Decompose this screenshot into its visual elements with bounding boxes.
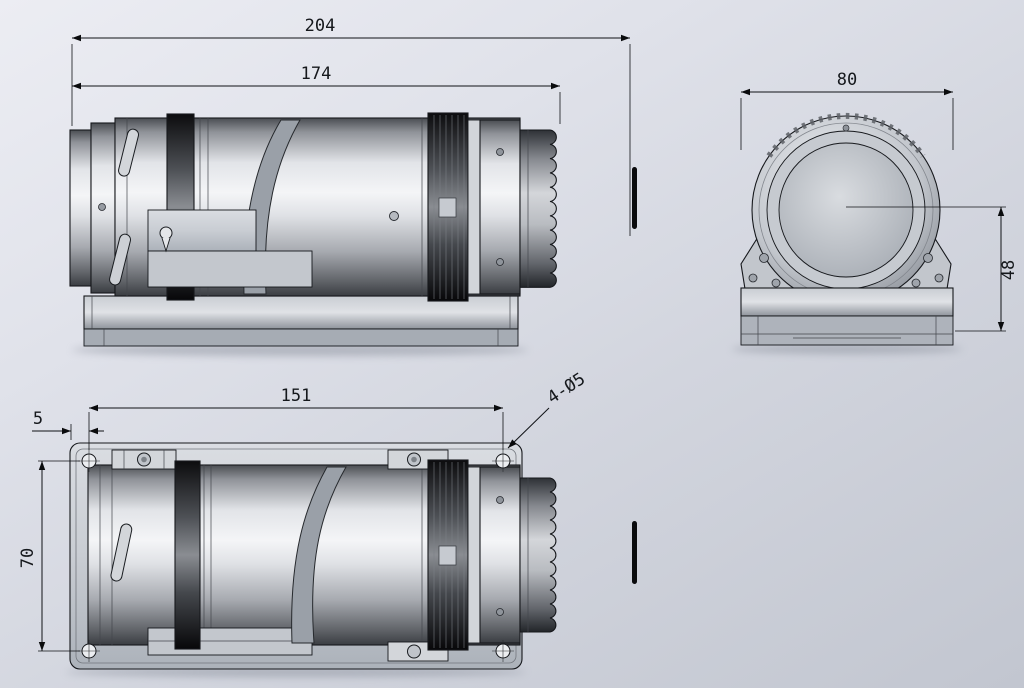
front-ground-shadow (732, 344, 962, 354)
dim-text-holes-callout: 4-Ø5 (544, 369, 589, 408)
front-base-flange (740, 315, 954, 346)
side-base-details (91, 296, 511, 346)
dim-text-edge-offset: 5 (33, 409, 43, 429)
side-rear-section (479, 119, 521, 295)
side-lens-hood (69, 129, 92, 287)
top-end-cap (519, 477, 557, 633)
top-rear-pin-mark (632, 521, 637, 584)
leader-line-holes-callout (507, 407, 550, 449)
top-clamp-tab-left-seams (123, 450, 165, 469)
view-front: 80 48 (732, 70, 1019, 354)
top-cam-blade (291, 466, 347, 644)
side-mount-base-flange (83, 328, 519, 347)
dim-text-hole-pitch: 70 (18, 548, 38, 568)
dim-text-mount-height: 48 (999, 260, 1019, 280)
hole-center-marks (78, 450, 514, 662)
top-bracket-edge (147, 627, 313, 656)
front-ear-screws (748, 253, 944, 288)
side-cam-blade (243, 119, 301, 295)
front-base-top (740, 287, 954, 317)
side-rear-ring (467, 119, 481, 295)
side-bracket-pin (159, 226, 173, 240)
dim-text-hole-span: 151 (281, 386, 312, 406)
side-end-cap (519, 129, 557, 288)
top-body-seams (99, 465, 423, 645)
top-clamp-lever (110, 523, 133, 582)
top-knurl-window (438, 545, 457, 566)
side-body-seams (126, 118, 423, 296)
top-rear-section (479, 466, 521, 644)
side-clamp-lever-top (118, 128, 140, 177)
side-knurl-window (438, 197, 457, 218)
side-front-screw (98, 203, 106, 211)
dim-text-body-length: 174 (301, 64, 332, 84)
front-dim-extension-lines (740, 98, 1006, 332)
side-rear-screw-bottom (496, 258, 504, 266)
top-clamp-bolt-left-center (141, 456, 147, 463)
top-rear-screw-a (496, 496, 504, 504)
holes-callout-label: 4-Ø5 (544, 369, 589, 408)
front-knurl-arc (766, 112, 926, 158)
side-ground-shadow (72, 344, 528, 356)
dim-text-overall-length: 204 (305, 16, 336, 36)
side-mid-screw (389, 211, 399, 221)
view-side: 204 174 (69, 16, 637, 356)
side-bracket-lower (147, 250, 313, 288)
side-clamp-lever-bottom (109, 233, 132, 286)
top-clamp-bolt-bottom (407, 644, 421, 659)
side-rear-screw-top (496, 148, 504, 156)
top-focus-ring (174, 460, 201, 650)
front-lens-face (778, 142, 914, 278)
view-top: 151 5 70 4-Ø5 (18, 369, 637, 677)
front-base-details (741, 316, 953, 345)
side-bracket-pin-tail (161, 237, 171, 253)
top-rear-screw-b (496, 608, 504, 616)
side-rear-pin-mark (632, 167, 637, 229)
front-top-screw (842, 124, 850, 132)
top-rear-ring (467, 466, 481, 644)
top-clamp-bolt-right-center (411, 456, 417, 463)
dim-text-base-width: 80 (837, 70, 857, 90)
